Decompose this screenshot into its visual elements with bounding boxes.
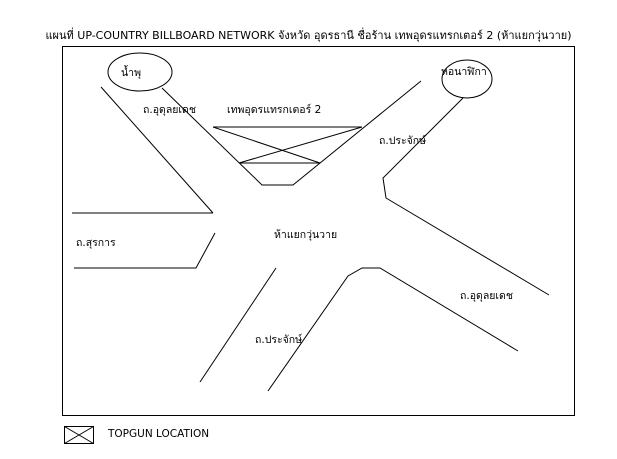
landmark-fountain-label: น้ำพุ: [121, 67, 141, 79]
road-udondutsadi-top: [100, 86, 214, 214]
map-frame: [62, 46, 575, 416]
map-title: แผนที่ UP-COUNTRY BILLBOARD NETWORK จังห…: [45, 29, 572, 42]
intersection-label: ห้าแยกวุ่นวาย: [274, 229, 338, 241]
legend-label: TOPGUN LOCATION: [108, 428, 210, 440]
road-udondutsadi-top-label: ถ.อุดุลยเดช: [143, 104, 196, 116]
landmark-clock-tower-label: หอนาฬิกา: [441, 66, 487, 78]
road-prajak-top: [382, 97, 550, 296]
road-udondutsadi-bottom-label: ถ.อุดุลยเดช: [460, 290, 513, 302]
shop-location-marker: [212, 126, 363, 164]
road-prajak-bottom-left: [199, 267, 277, 383]
road-prajak-bottom-label: ถ.ประจักษ์: [255, 334, 303, 346]
road-prajak-bottom-right: [267, 267, 519, 392]
road-surakarn-bottom: [74, 232, 216, 269]
roads: [72, 80, 550, 392]
fountain-circle: [107, 52, 173, 92]
crossed-box-icon: [64, 426, 94, 444]
road-surakarn-label: ถ.สุรการ: [76, 237, 116, 249]
road-prajak-top-label: ถ.ประจักษ์: [379, 135, 427, 147]
clock-tower-circle: [441, 59, 493, 99]
shop-name-label: เทพอุดรแทรกเตอร์ 2: [227, 104, 322, 116]
road-udondutsadi-top-edge: [161, 80, 422, 186]
